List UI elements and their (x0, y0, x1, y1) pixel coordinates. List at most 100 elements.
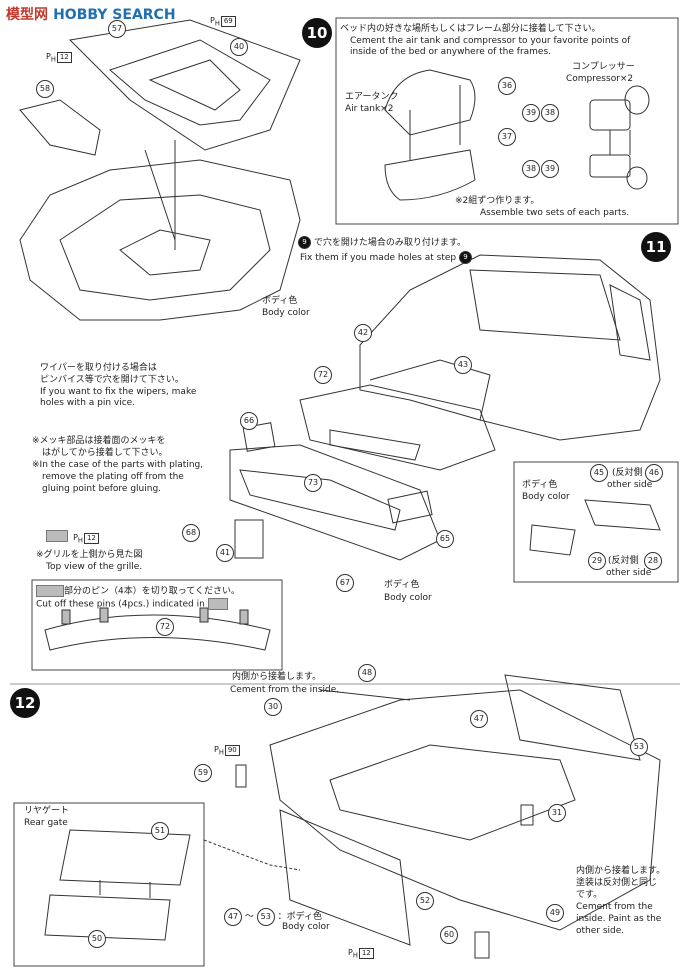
cut-note-en: Cut off these pins (4pcs.) indicated in (36, 598, 228, 611)
body-color-jp-3: ボディ色 (522, 480, 558, 490)
assemble-note-en: Assemble two sets of each parts. (480, 208, 630, 218)
site-watermark: 模型网 HOBBY SEARCH (6, 4, 176, 24)
plating-note-en-2: remove the plating off from the (42, 472, 184, 482)
part-50: 50 (88, 930, 106, 948)
other-side-jp-b: (反対側 (608, 556, 639, 566)
fix-note-jp: 9 で穴を開けた場合のみ取り付けます。 (298, 236, 466, 249)
part-66: 66 (240, 412, 258, 430)
part-72-b: 72 (156, 618, 174, 636)
other-side-en-b: other side (606, 568, 652, 578)
cabin-tub-outline (19, 159, 301, 321)
part-42: 42 (354, 324, 372, 342)
plating-note-en-1: ※In the case of the parts with plating, (32, 460, 204, 470)
bed-color-range: 47 ～ 53 ：ボディ色 (224, 908, 322, 926)
part-43: 43 (454, 356, 472, 374)
fix-note-en-text: Fix them if you made holes at step (300, 253, 457, 263)
plating-note-jp-2: はがしてから接着して下さい。 (42, 448, 168, 458)
part-39-b: 39 (541, 160, 559, 178)
part-39-a: 39 (522, 104, 540, 122)
part-40: 40 (230, 38, 248, 56)
air-tank-label-jp: エアータンク (345, 92, 399, 102)
wiper-note-jp-1: ワイパーを取り付ける場合は (40, 363, 157, 373)
part-67: 67 (336, 574, 354, 592)
part-47: 47 (470, 710, 488, 728)
body-color-jp-2: ボディ色 (384, 580, 420, 590)
assemble-note-jp: ※2組ずつ作ります。 (455, 196, 540, 206)
part-30: 30 (264, 698, 282, 716)
part-53: 53 (630, 738, 648, 756)
step10-instruction-en-1: Cement the air tank and compressor to yo… (350, 36, 631, 46)
part-38-b: 38 (522, 160, 540, 178)
step-10-badge: 10 (302, 18, 332, 48)
inside-note-jp: 内側から接着します。 (232, 672, 322, 682)
part-52: 52 (416, 892, 434, 910)
cut-swatch-a (36, 585, 64, 597)
paint-note-jp-2: 塗装は反対側と同じ (576, 878, 658, 888)
part-38-a: 38 (541, 104, 559, 122)
grille-note-en: Top view of the grille. (46, 562, 143, 572)
rear-gate-label-en: Rear gate (24, 818, 68, 828)
bed-color-en: Body color (282, 922, 330, 932)
body-color-en-1: Body color (262, 308, 310, 318)
part-51: 51 (151, 822, 169, 840)
compressor-label-jp: コンプレッサー (572, 62, 635, 72)
grille-note-jp: ※グリルを上側から見た図 (36, 550, 143, 560)
fix-note-en: Fix them if you made holes at step 9 (300, 251, 472, 264)
part-36: 36 (498, 77, 516, 95)
body-color-jp-1: ボディ色 (262, 296, 298, 306)
paint-note-en-1: Cement from the (576, 902, 653, 912)
step10-instruction-en-2: inside of the bed or anywhere of the fra… (350, 47, 552, 57)
truck-bed-outline (269, 689, 661, 931)
truck-front-outline (359, 254, 661, 441)
part-37: 37 (498, 128, 516, 146)
step-11-badge: 11 (641, 232, 671, 262)
inside-note-en: Cement from the inside. (230, 685, 340, 695)
step-ref-badge-2: 9 (458, 251, 472, 264)
plating-note-jp-1: ※メッキ部品は接着面のメッキを (32, 436, 166, 446)
part-31: 31 (548, 804, 566, 822)
body-color-en-2: Body color (384, 593, 432, 603)
wiper-note-en-1: If you want to fix the wipers, make (40, 387, 197, 397)
part-73: 73 (304, 474, 322, 492)
part-72: 72 (314, 366, 332, 384)
paint-note-jp-3: です。 (576, 890, 603, 900)
part-68: 68 (182, 524, 200, 542)
paint-note-en-2: inside. Paint as the (576, 914, 662, 924)
part-59: 59 (194, 764, 212, 782)
fix-note-jp-text: で穴を開けた場合のみ取り付けます。 (313, 238, 466, 248)
paint-note-en-3: other side. (576, 926, 625, 936)
cut-note-jp: 部分のピン（4本）を切り取ってください。 (36, 585, 240, 598)
step-ref-badge: 9 (298, 236, 311, 249)
other-side-jp-a: (反対側 (612, 468, 643, 478)
part-28: 28 (644, 552, 662, 570)
wiper-note-en-2: holes with a pin vice. (40, 398, 136, 408)
site-logo: 模型网 (6, 7, 48, 23)
body-color-en-3: Body color (522, 492, 570, 502)
part-49: 49 (546, 904, 564, 922)
part-58: 58 (36, 80, 54, 98)
wiper-note-jp-2: ピンバイス等で穴を開けて下さい。 (40, 375, 184, 385)
plating-note-en-3: gluing point before gluing. (42, 484, 162, 494)
step10-instruction-jp: ベッド内の好きな場所もしくはフレーム部分に接着して下さい。 (340, 24, 601, 34)
cut-swatch-b (207, 598, 228, 610)
bed-insert-outline (68, 19, 301, 151)
part-29: 29 (588, 552, 606, 570)
rear-gate-label-jp: リヤゲート (24, 806, 70, 816)
part-57: 57 (108, 20, 126, 38)
paint-note-jp-1: 内側から接着します。 (576, 866, 666, 876)
part-48: 48 (358, 664, 376, 682)
other-side-en-a: other side (607, 480, 653, 490)
part-41: 41 (216, 544, 234, 562)
air-tank-label-en: Air tank×2 (345, 104, 394, 114)
part-45: 45 (590, 464, 608, 482)
step-12-badge: 12 (10, 688, 40, 718)
part-65: 65 (436, 530, 454, 548)
compressor-label-en: Compressor×2 (566, 74, 634, 84)
part-46: 46 (645, 464, 663, 482)
